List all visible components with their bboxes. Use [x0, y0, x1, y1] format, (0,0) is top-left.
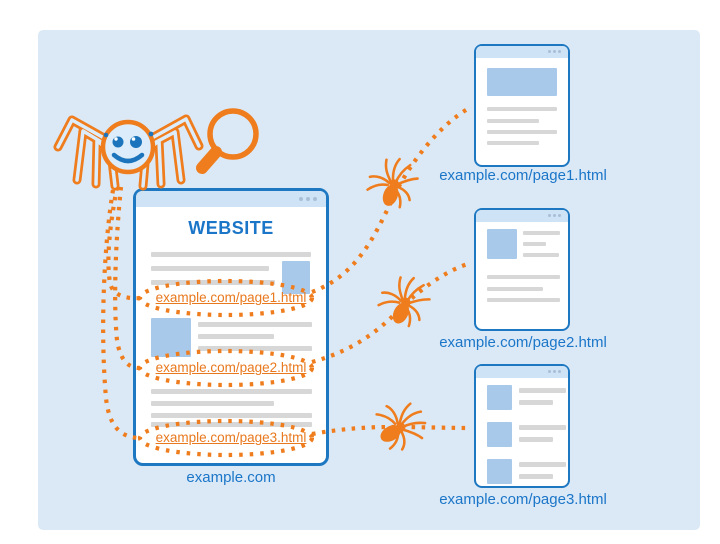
- text-line-placeholder: [151, 252, 311, 257]
- window-dots-icon: [558, 370, 561, 373]
- window-titlebar: [476, 366, 568, 378]
- window-dots-icon: [558, 50, 561, 53]
- window-titlebar: [476, 210, 568, 222]
- link-page1[interactable]: example.com/page1.html: [155, 290, 307, 305]
- text-line-placeholder: [151, 413, 312, 418]
- text-line-placeholder: [523, 253, 559, 257]
- text-line-placeholder: [487, 119, 539, 123]
- page1-window: [474, 44, 570, 167]
- website-title: WEBSITE: [188, 218, 274, 238]
- main-site-caption: example.com: [186, 469, 276, 486]
- main-website-window: WEBSITE example.com/page1.html example.c…: [133, 188, 329, 466]
- text-line-placeholder: [487, 298, 560, 302]
- page2-caption: example.com/page2.html: [439, 334, 607, 351]
- window-dots-icon: [313, 197, 317, 201]
- text-line-placeholder: [519, 462, 566, 467]
- thumb-placeholder: [487, 422, 512, 447]
- text-line-placeholder: [519, 388, 566, 393]
- text-line-placeholder: [519, 437, 553, 442]
- thumb-placeholder: [487, 459, 512, 484]
- text-line-placeholder: [519, 425, 566, 430]
- text-line-placeholder: [198, 346, 312, 351]
- text-line-placeholder: [519, 400, 553, 405]
- text-line-placeholder: [519, 474, 553, 479]
- window-titlebar: [476, 46, 568, 58]
- text-line-placeholder: [487, 275, 560, 279]
- image-placeholder: [487, 229, 517, 259]
- text-line-placeholder: [151, 389, 312, 394]
- link-page2[interactable]: example.com/page2.html: [155, 360, 307, 375]
- page2-window: [474, 208, 570, 331]
- page3-caption: example.com/page3.html: [439, 491, 607, 508]
- page1-caption: example.com/page1.html: [439, 167, 607, 184]
- text-line-placeholder: [487, 130, 557, 134]
- thumb-placeholder: [487, 385, 512, 410]
- text-line-placeholder: [198, 322, 312, 327]
- text-line-placeholder: [198, 334, 274, 339]
- text-line-placeholder: [523, 231, 560, 235]
- text-line-placeholder: [487, 107, 557, 111]
- page3-window: [474, 364, 570, 488]
- text-line-placeholder: [487, 141, 539, 145]
- text-line-placeholder: [151, 280, 275, 285]
- banner-placeholder: [487, 68, 557, 96]
- text-line-placeholder: [151, 422, 312, 427]
- link-page3[interactable]: example.com/page3.html: [155, 430, 307, 445]
- image-placeholder: [151, 318, 191, 357]
- text-line-placeholder: [523, 242, 546, 246]
- text-line-placeholder: [487, 287, 543, 291]
- window-dots-icon: [558, 214, 561, 217]
- text-line-placeholder: [151, 401, 274, 406]
- text-line-placeholder: [151, 266, 269, 271]
- window-titlebar: [136, 191, 326, 207]
